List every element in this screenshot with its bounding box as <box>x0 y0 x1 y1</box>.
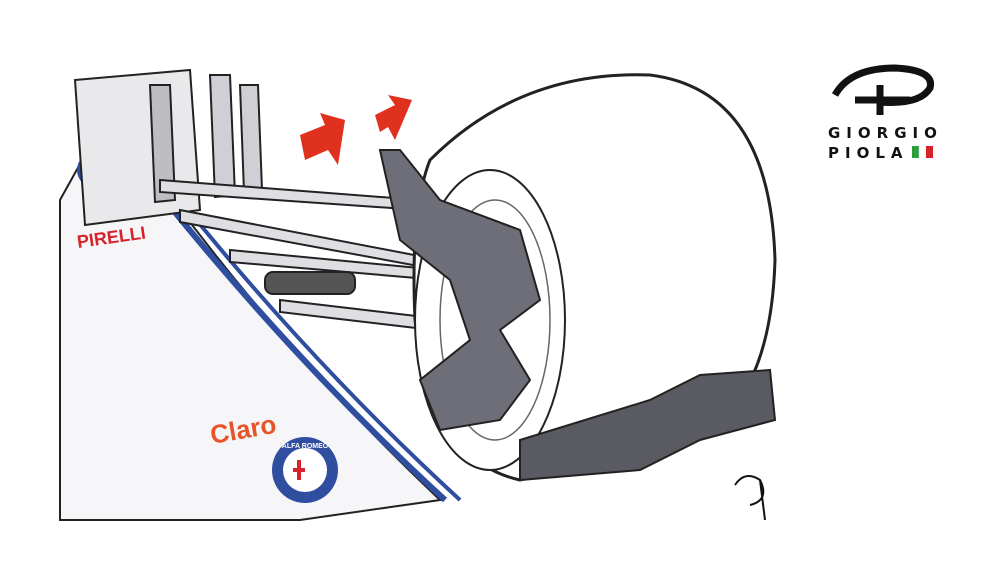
highlight-arrows <box>300 95 412 165</box>
svg-text:ALFA ROMEO: ALFA ROMEO <box>282 443 329 450</box>
flag-white <box>918 145 927 159</box>
alfa-romeo-badge: ALFA ROMEO <box>272 437 338 503</box>
flag-red <box>926 146 933 158</box>
floor-bargeboard <box>519 368 777 482</box>
front-wing <box>73 68 264 227</box>
giorgio-piola-logo: GIORGIO PIOLA <box>828 64 943 162</box>
flag-green <box>912 146 919 158</box>
artist-signature <box>734 475 766 521</box>
red-arrow-icon <box>375 95 412 140</box>
red-arrow-icon <box>300 113 345 165</box>
svg-text:GIORGIO: GIORGIO <box>828 124 943 142</box>
brake-duct-upright <box>378 149 542 432</box>
svg-text:PIOLA: PIOLA <box>828 144 909 162</box>
